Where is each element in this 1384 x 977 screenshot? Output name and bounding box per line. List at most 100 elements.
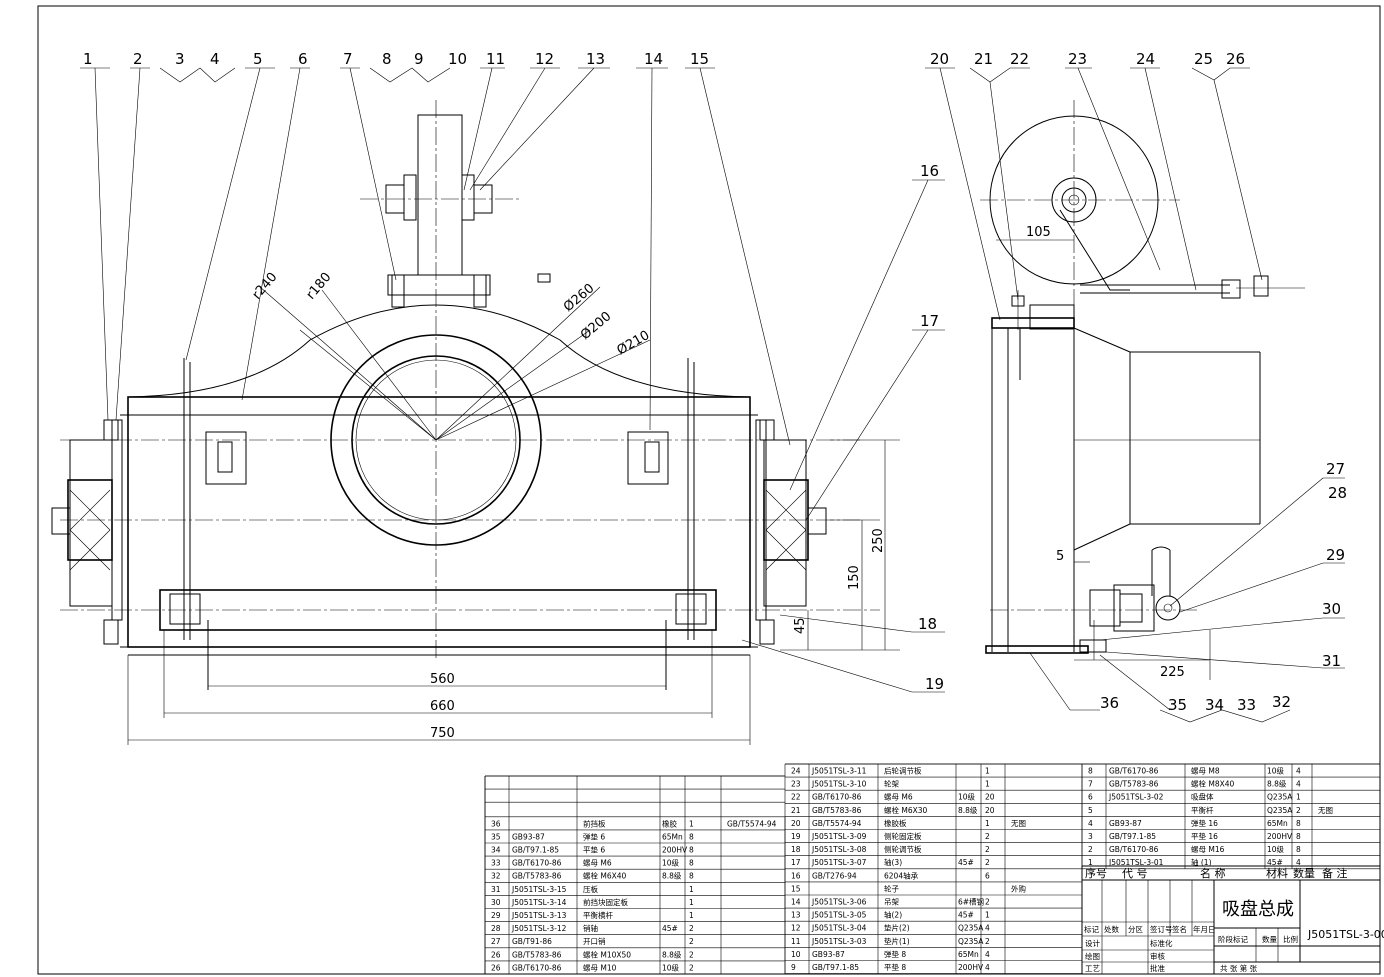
balloon-9: 9 [414, 50, 424, 68]
stage-label: 阶段标记 [1218, 934, 1248, 944]
bom-material: 8.8级 [1267, 779, 1287, 789]
bom-name: 橡胶板 [884, 818, 907, 828]
bom-qty: 8 [689, 832, 694, 841]
rev-col-5: 签名 [1172, 924, 1187, 934]
bom-name: 螺栓 M10X50 [583, 949, 631, 959]
bom-no: 9 [791, 963, 796, 972]
title-block: 吸盘总成 J5051TSL-3-00 标记 处数 分区 签订号 签名 年月日 设… [1081, 865, 1384, 975]
bom-name: 轮架 [884, 779, 899, 789]
bom-code: J5051TSL-3-07 [811, 858, 867, 867]
bom-note: 无图 [1318, 806, 1333, 815]
bom-name: 侧轮固定板 [884, 831, 922, 841]
bom-code: J5051TSL-3-05 [811, 911, 867, 920]
bom-material: 橡胶 [662, 818, 677, 828]
balloon-15: 15 [690, 50, 709, 68]
dim-phi260: Ø260 [561, 281, 597, 315]
side-balloons: 20 21 22 23 24 25 26 27 28 29 30 31 32 3… [925, 50, 1347, 723]
bom-code: GB/T6170-86 [1109, 845, 1159, 854]
dim-5: 5 [1056, 549, 1064, 564]
bom-material: 65Mn [1267, 819, 1288, 828]
bom-material: Q235A [958, 937, 984, 946]
bom-name: 平垫 16 [1191, 831, 1218, 841]
dim-560: 560 [430, 672, 455, 687]
sheet-border [37, 5, 1381, 975]
bom-no: 33 [491, 859, 501, 868]
bom-name: 螺母 M10 [583, 962, 617, 972]
role-process: 工艺 [1085, 964, 1100, 973]
bom-code: GB/T5783-86 [512, 950, 562, 959]
bom-material: 8.8级 [662, 949, 682, 959]
bom-qty: 1 [689, 885, 694, 894]
bom-material: 45# [1267, 858, 1283, 867]
bom-code: GB/T5783-86 [812, 806, 862, 815]
bom-qty: 8 [1296, 832, 1301, 841]
bom-material: Q235A [958, 924, 984, 933]
dim-phi210: Ø210 [615, 328, 653, 359]
balloon-35: 35 [1168, 696, 1187, 714]
dim-225: 225 [1160, 665, 1185, 680]
bom-qty: 4 [1296, 767, 1301, 776]
bom-name: 弹垫 6 [583, 831, 605, 841]
bom-name: 螺母 M8 [1191, 766, 1220, 776]
bom-no: 14 [791, 898, 801, 907]
dim-750: 750 [430, 726, 455, 741]
bom-name: 压板 [583, 884, 598, 894]
balloon-29: 29 [1326, 546, 1345, 564]
bom-name: 吊架 [884, 898, 899, 907]
dim-phi200: Ø200 [578, 309, 614, 343]
bom-code: GB/T97.1-85 [812, 963, 859, 972]
bom-material: 65Mn [662, 832, 683, 841]
bom-material: 200HV [1267, 832, 1293, 841]
bom-code: J5051TSL-3-14 [511, 898, 567, 907]
bom-code: J5051TSL-3-02 [1108, 793, 1164, 802]
balloon-27: 27 [1326, 460, 1345, 478]
bom-no: 1 [1088, 858, 1093, 867]
bom-material: 10级 [662, 962, 680, 972]
bom-no: 8 [1088, 767, 1093, 776]
role-standard: 标准化 [1150, 938, 1173, 948]
bom-no: 31 [491, 885, 501, 894]
balloon-10: 10 [448, 50, 467, 68]
bom-no: 5 [1088, 806, 1093, 815]
bom-code: J5051TSL-3-11 [811, 767, 867, 776]
bom-no: 13 [791, 911, 801, 920]
dim-150: 150 [847, 565, 862, 590]
role-approve: 批准 [1150, 963, 1166, 973]
balloon-23: 23 [1068, 50, 1087, 68]
bom-qty: 1 [689, 911, 694, 920]
bom-qty: 8 [689, 846, 694, 855]
bom-material: 45# [662, 924, 678, 933]
bom-material: 10级 [1267, 766, 1285, 776]
bom-name: 螺栓 M6X40 [583, 871, 627, 881]
bom-no: 23 [791, 780, 801, 789]
bom-code: GB/T6170-86 [512, 859, 562, 868]
bom-qty: 20 [985, 806, 995, 815]
bom-name: 平垫 8 [884, 962, 906, 972]
bom-code: J5051TSL-3-01 [1108, 858, 1164, 867]
bom-name: 前挡块固定板 [583, 897, 628, 907]
bom-no: 27 [491, 937, 501, 946]
bom-code: GB/T91-86 [512, 937, 552, 946]
bom-name: 弹垫 16 [1191, 818, 1218, 828]
side-view [980, 100, 1305, 660]
balloon-12: 12 [535, 50, 554, 68]
bom-qty: 1 [985, 780, 990, 789]
dim-105: 105 [1026, 225, 1051, 240]
bom-no: 6 [1088, 793, 1093, 802]
bom-code: GB/T5574-94 [812, 819, 862, 828]
bom-qty: 2 [985, 858, 990, 867]
bom-no: 18 [791, 845, 801, 854]
bom-note: GB/T5574-94 [727, 819, 777, 828]
bom-no: 17 [791, 858, 801, 867]
bom-code: J5051TSL-3-10 [811, 780, 867, 789]
bom-name: 平衡杆 [1191, 805, 1214, 815]
bom-qty: 20 [985, 793, 995, 802]
balloon-30: 30 [1322, 600, 1341, 618]
bom-qty: 8 [689, 859, 694, 868]
bom-name: 螺母 M6 [884, 792, 913, 802]
bom-code: GB/T6170-86 [1109, 767, 1159, 776]
bom-code: GB93-87 [512, 832, 545, 841]
bom-qty: 2 [985, 937, 990, 946]
bom-qty: 4 [1296, 858, 1301, 867]
